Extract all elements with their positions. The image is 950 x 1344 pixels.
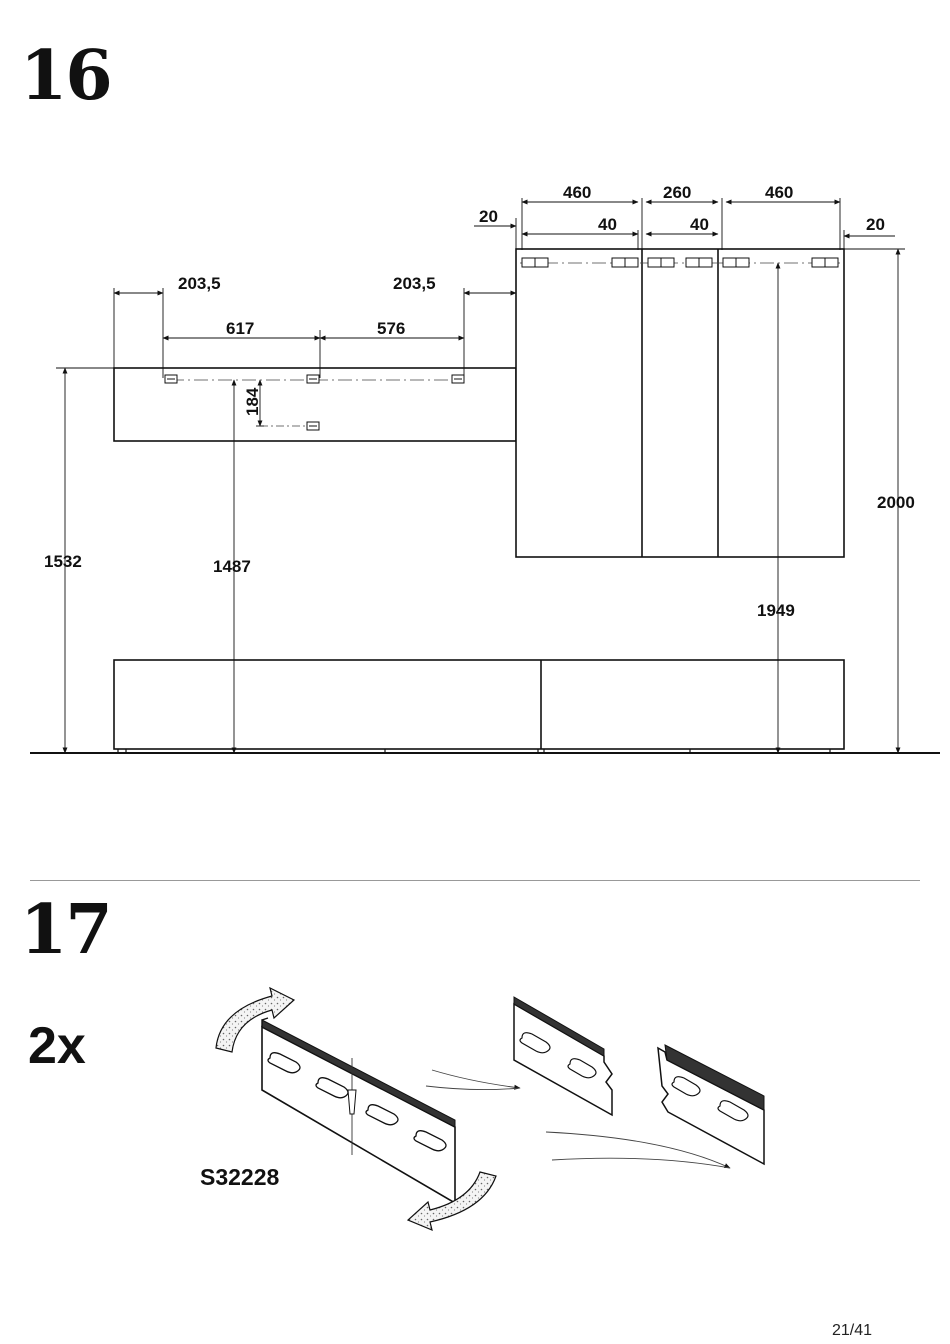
dim-617: 617 [226,319,254,338]
part-code: S32228 [200,1164,280,1190]
dim-576: 576 [377,319,405,338]
quantity-label: 2x [28,1017,86,1075]
dim-460-right: 460 [765,183,793,202]
lowboard [113,659,845,750]
dim-40-left: 40 [598,215,617,234]
dim-1532: 1532 [44,552,82,571]
dim-2000: 2000 [877,493,915,512]
section-divider [30,880,920,881]
cabinet-bracket-icons [521,257,839,268]
wall-rail-icon [261,1017,456,1205]
shelf-bracket-icons [164,374,465,431]
rotate-arrow-icon [215,986,497,1232]
rail-segment-right-icon [657,1044,765,1166]
page-number: 21/41 [832,1322,873,1339]
flow-arrow-icon [425,1069,731,1169]
dim-1949: 1949 [757,601,795,620]
wall-cabinet [515,248,845,558]
dim-203-5-right: 203,5 [393,274,436,293]
dim-40-right: 40 [690,215,709,234]
dim-203-5-left: 203,5 [178,274,221,293]
dim-20-right: 20 [866,215,885,234]
dim-260: 260 [663,183,691,202]
dim-184: 184 [243,387,262,416]
rail-segment-left-icon [513,996,613,1117]
step-number-17: 17 [20,890,113,970]
dim-20-left: 20 [479,207,498,226]
dim-460-left: 460 [563,183,591,202]
step-number-16: 16 [20,36,113,116]
dim-1487: 1487 [213,557,251,576]
